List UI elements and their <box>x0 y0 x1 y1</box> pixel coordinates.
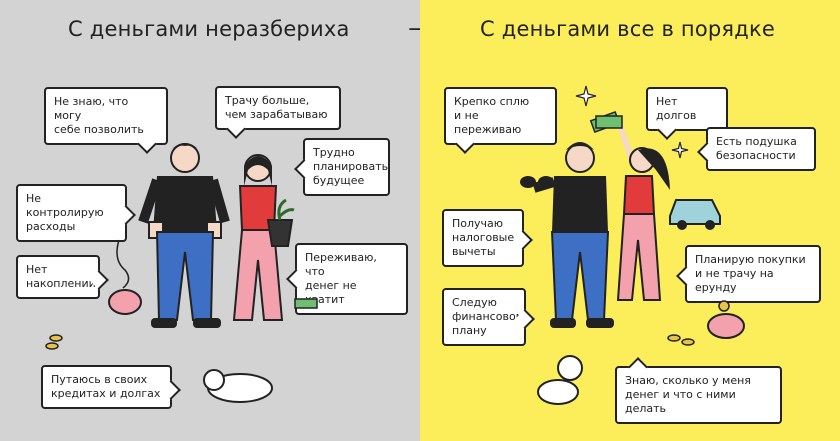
bubble-sleep-well: Крепко сплю и не переживаю <box>444 87 557 145</box>
piggy-bank-icon <box>108 239 142 315</box>
bubble-no-control: Не контролирую расходы <box>16 184 127 242</box>
right-panel: С деньгами все в порядке Крепко сплю и н… <box>420 0 840 441</box>
cat-right-illustration <box>537 355 583 405</box>
bubble-spend-more: Трачу больше, чем зарабатываю <box>215 86 341 130</box>
bubble-no-debts: Нет долгов <box>646 87 728 131</box>
happy-woman-illustration <box>615 119 670 301</box>
left-panel: С деньгами неразбериха Не знаю, что могу… <box>0 0 420 441</box>
car-icon <box>669 199 721 230</box>
coins-right-icon <box>667 334 695 346</box>
right-title: С деньгами все в порядке <box>480 17 775 41</box>
sunglasses-icon <box>520 176 554 188</box>
bubble-hard-to-plan: Трудно планировать будущее <box>303 138 390 196</box>
bubble-confused-credits: Путаюсь в своих кредитах и долгах <box>41 365 172 409</box>
bubble-no-savings: Нет накоплений <box>16 255 100 299</box>
bubble-follow-plan: Следую финансовому плану <box>442 288 530 346</box>
piggy-bank-right-icon <box>707 300 745 339</box>
sparkle-icon-2 <box>671 141 689 159</box>
bubble-safety-cushion: Есть подушка безопасности <box>706 127 816 171</box>
money-bill-icon <box>294 298 318 309</box>
worried-woman-illustration <box>232 154 295 321</box>
happy-man-illustration <box>532 142 614 328</box>
worried-man-illustration <box>138 143 230 328</box>
bubble-plan-purchases: Планирую покупки и не трачу на ерунду <box>685 245 821 303</box>
bubble-tax-deductions: Получаю налоговые вычеты <box>442 209 524 267</box>
bubble-dont-know-afford: Не знаю, что могу себе позволить <box>44 87 168 145</box>
sparkle-icon <box>575 85 597 107</box>
money-fan-icon <box>589 110 623 134</box>
coins-icon <box>45 334 63 350</box>
left-title: С деньгами неразбериха <box>68 17 350 41</box>
bubble-know-money: Знаю, сколько у меня денег и что с ними … <box>615 366 782 424</box>
cat-illustration <box>203 369 273 403</box>
